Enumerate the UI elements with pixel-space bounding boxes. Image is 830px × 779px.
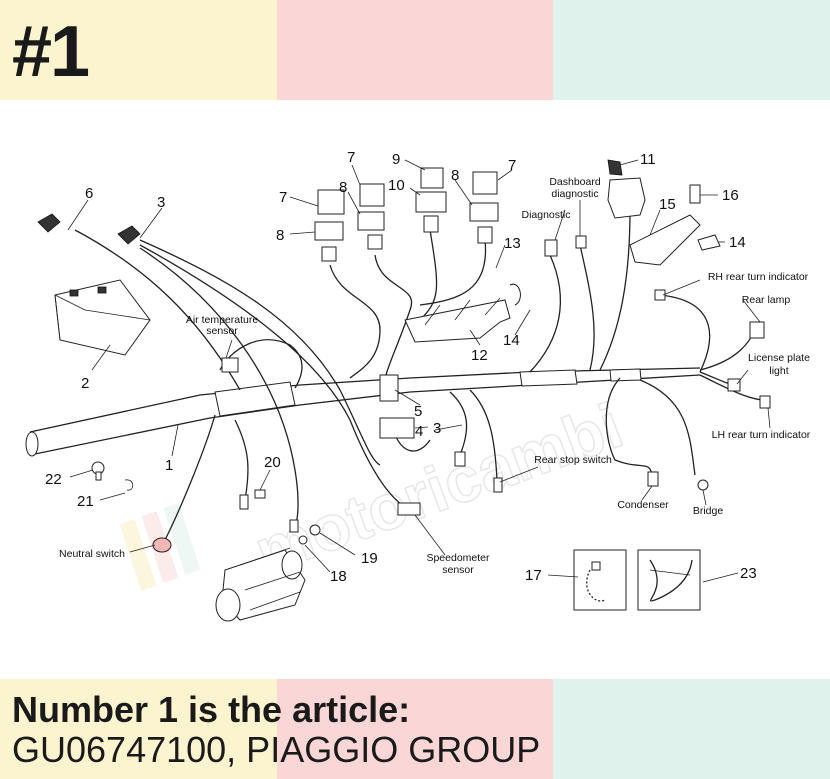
header-band: [0, 0, 830, 100]
label-condenser: Condenser: [617, 499, 669, 511]
label-neutral-switch: Neutral switch: [59, 548, 125, 560]
label-dashboard-diagnostic: Dashboard: [549, 176, 601, 188]
components: [37, 159, 771, 622]
clamp-23-box: [637, 549, 701, 611]
cable-tie-17-box: [573, 549, 627, 611]
label-speedometer-sensor-2: sensor: [442, 564, 474, 576]
callout-8: 8: [339, 179, 347, 196]
part-labels: Air temperature sensor Dashboard diagnos…: [59, 176, 811, 576]
callout-3: 3: [433, 420, 441, 437]
footer-band: [0, 679, 830, 779]
callout-7: 7: [347, 149, 355, 166]
callout-8: 8: [451, 167, 459, 184]
label-lh-turn-indicator: LH rear turn indicator: [712, 429, 811, 441]
callout-22: 22: [45, 471, 62, 488]
callout-3: 3: [157, 194, 165, 211]
wiring-harness-diagram: motoricambi: [25, 149, 811, 622]
label-rh-turn-indicator: RH rear turn indicator: [708, 271, 809, 283]
callout-21: 21: [77, 493, 94, 510]
label-dashboard-diagnostic-2: diagnostic: [551, 188, 598, 200]
callout-18: 18: [330, 568, 347, 585]
callout-7: 7: [279, 189, 287, 206]
callout-2: 2: [81, 375, 89, 392]
callout-7: 7: [508, 157, 516, 174]
caption-article-code: GU06747100, PIAGGIO GROUP: [12, 729, 541, 770]
terminal-connector-icon: [117, 225, 141, 245]
leader-lines: [67, 159, 771, 583]
callout-4: 4: [415, 423, 423, 440]
callout-11: 11: [640, 151, 656, 168]
callout-16: 16: [722, 187, 739, 204]
callout-10: 10: [388, 177, 405, 194]
callout-23: 23: [740, 565, 757, 582]
label-license-plate-2: light: [769, 365, 788, 377]
callout-20: 20: [264, 454, 281, 471]
label-license-plate: License plate: [748, 352, 810, 364]
terminal-connector-icon: [37, 213, 61, 233]
callout-numbers: 6 3 2 1 7 8 7 8 9 10 8 7 11 15 16 14 13 …: [45, 149, 757, 585]
callout-19: 19: [361, 550, 378, 567]
callout-14: 14: [729, 234, 746, 251]
label-speedometer-sensor: Speedometer: [426, 552, 490, 564]
starter-motor-icon: [215, 547, 306, 622]
callout-12: 12: [471, 347, 488, 364]
label-air-temperature-2: sensor: [206, 325, 238, 337]
page-title: #1: [12, 12, 90, 92]
main-harness: [25, 367, 701, 457]
callout-14: 14: [503, 332, 520, 349]
caption-article-heading: Number 1 is the article:: [12, 689, 411, 730]
callout-17: 17: [525, 567, 542, 584]
label-diagnostic: Diagnostic: [521, 209, 570, 221]
callout-9: 9: [392, 151, 400, 168]
callout-6: 6: [85, 185, 93, 202]
label-air-temperature: Air temperature: [186, 314, 259, 326]
callout-1: 1: [165, 457, 173, 474]
label-rear-lamp: Rear lamp: [742, 294, 791, 306]
callout-13: 13: [504, 235, 521, 252]
callout-15: 15: [659, 196, 676, 213]
callout-5: 5: [414, 403, 422, 420]
label-bridge: Bridge: [693, 505, 724, 517]
label-rear-stop-switch: Rear stop switch: [534, 454, 612, 466]
callout-8: 8: [276, 227, 284, 244]
